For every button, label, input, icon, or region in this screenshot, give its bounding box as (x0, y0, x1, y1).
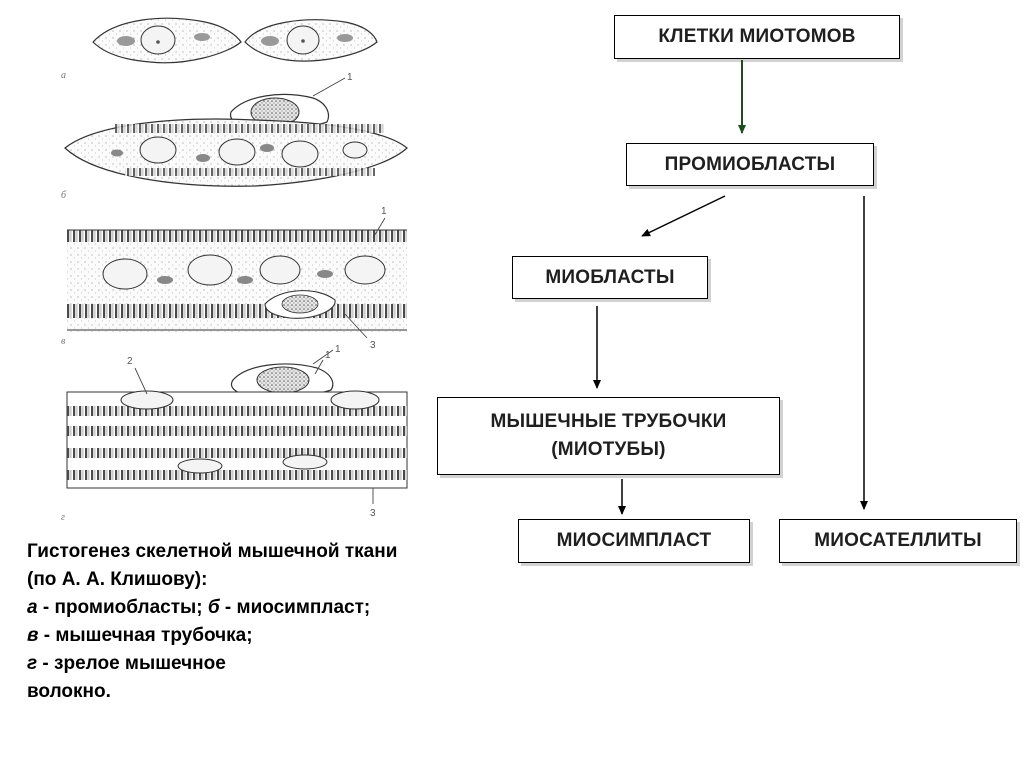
caption-line-2: (по А. А. Клишову): (27, 569, 208, 590)
caption-line-4: в - мышечная трубочка; (27, 622, 497, 650)
panel-letter-a: а (61, 70, 66, 81)
caption-text-b: - миосимпласт; (219, 597, 371, 618)
callout-label: 3 (370, 340, 376, 351)
arrow-promyoblasts-to-myoblasts (641, 195, 726, 237)
caption-letter-b: б (207, 597, 220, 618)
callout-label: 2 (127, 356, 133, 367)
panel-c: 1 3 в (61, 206, 407, 351)
panel-b: 1 б (61, 72, 408, 201)
caption-text-a: - промиобласты; (37, 597, 208, 618)
node-label-line2: (МИОТУБЫ) (551, 439, 666, 460)
caption-letter-a: а (27, 597, 38, 618)
caption-text-g: - зрелое мышечное (37, 653, 226, 674)
callout-label: 1 (325, 350, 331, 361)
caption-line-1: Гистогенез скелетной мышечной ткани (27, 541, 398, 562)
node-myotubes: МЫШЕЧНЫЕ ТРУБОЧКИ (МИОТУБЫ) (437, 397, 780, 475)
node-label: МИОБЛАСТЫ (545, 266, 675, 288)
node-myoblasts: МИОБЛАСТЫ (512, 256, 708, 299)
node-label: МИОСАТЕЛЛИТЫ (814, 530, 982, 551)
node-label: ПРОМИОБЛАСТЫ (664, 153, 836, 175)
panel-letter-v: в (61, 336, 66, 347)
callout-label: 3 (370, 508, 376, 519)
node-label: МИОСИМПЛАСТ (556, 530, 712, 551)
panel-letter-b: б (61, 190, 67, 201)
callout-label: 1 (381, 206, 387, 217)
caption-line-3: а - промиобласты; б - миосимпласт; (27, 594, 497, 622)
node-label: КЛЕТКИ МИОТОМОВ (658, 26, 856, 47)
figure-caption: Гистогенез скелетной мышечной ткани (по … (27, 538, 497, 706)
panel-letter-g: г (61, 512, 65, 523)
caption-letter-v: в (27, 625, 39, 646)
panel-d: 1 2 1 3 г (61, 344, 408, 523)
node-myotome-cells: КЛЕТКИ МИОТОМОВ (614, 15, 900, 59)
node-myosymplast: МИОСИМПЛАСТ (518, 519, 750, 563)
node-myosatellites: МИОСАТЕЛЛИТЫ (779, 519, 1017, 563)
panel-a: а (61, 17, 378, 81)
caption-text-v: - мышечная трубочка; (38, 625, 253, 646)
node-promyoblasts: ПРОМИОБЛАСТЫ (626, 143, 874, 186)
callout-label: 1 (335, 344, 341, 355)
caption-line-6: волокно. (27, 681, 111, 702)
node-label-line1: МЫШЕЧНЫЕ ТРУБОЧКИ (490, 411, 727, 432)
callout-label: 1 (347, 72, 353, 83)
histology-figure: а 1 б (61, 17, 408, 523)
caption-line-5: г - зрелое мышечное (27, 650, 497, 678)
caption-letter-g: г (27, 653, 38, 674)
